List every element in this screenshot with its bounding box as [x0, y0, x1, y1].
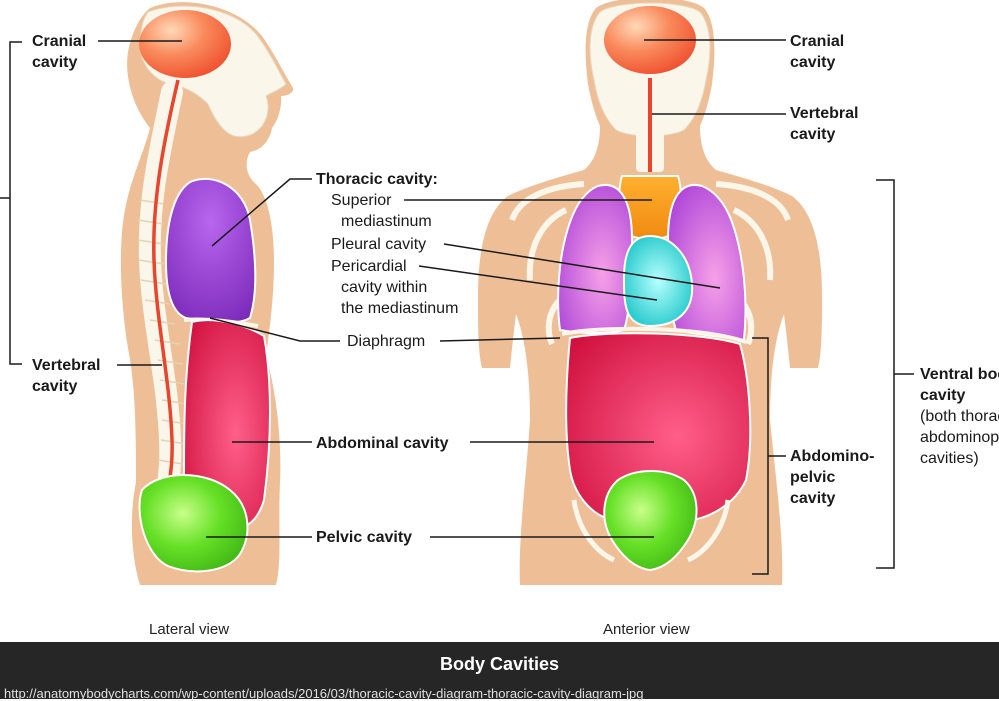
leader-diaphragm-lateral	[209, 317, 340, 342]
ventral-label-line3: (both thoracic and	[920, 408, 999, 425]
pericardial-cavity-label-line3: the mediastinum	[341, 300, 459, 317]
superior-mediastinum-label: Superior mediastinum	[331, 190, 432, 232]
caption-bar: Body Cavities http://anatomybodycharts.c…	[0, 642, 999, 701]
superior-mediastinum-label-line1: Superior	[331, 192, 392, 209]
pleural-cavity-label: Pleural cavity	[331, 236, 427, 253]
lateral-vertebral-label: Vertebral cavity	[32, 355, 100, 397]
anterior-cranial-label-line1: Cranial	[790, 33, 845, 50]
lateral-cranial-label-line1: Cranial	[32, 33, 87, 50]
leader-pericardial	[418, 265, 658, 301]
caption-url: http://anatomybodycharts.com/wp-content/…	[4, 686, 644, 701]
anterior-vertebral-label-line1: Vertebral	[790, 105, 859, 122]
lateral-cranial-label: Cranial cavity	[32, 31, 86, 73]
pericardial-cavity-label-line2: cavity within	[341, 279, 428, 296]
pericardial-cavity	[622, 234, 694, 328]
leader-thoracic	[211, 178, 312, 247]
anterior-view-caption: Anterior view	[603, 621, 690, 638]
pelvis-bone	[571, 499, 731, 563]
lateral-view-caption: Lateral view	[149, 621, 230, 638]
lateral-thoracic-cavity	[164, 177, 257, 324]
lateral-cranial-cavity	[139, 10, 231, 78]
body-cavities-diagram	[0, 0, 914, 585]
lateral-vertebral-label-line2: cavity	[32, 378, 78, 395]
lateral-vertebral-label-line1: Vertebral	[32, 357, 101, 374]
abdominopelvic-cavity-label: Abdomino- pelvic cavity	[790, 446, 874, 509]
anterior-pelvic-cavity	[603, 470, 698, 572]
anterior-cranial-label-line2: cavity	[790, 54, 836, 71]
caption-title: Body Cavities	[439, 654, 560, 674]
ventral-label-line1: Ventral body	[920, 366, 999, 383]
abdominopelvic-label-line1: Abdomino-	[790, 448, 875, 465]
dorsal-bracket	[9, 41, 22, 365]
abdominopelvic-label-line2: pelvic	[790, 469, 836, 486]
left-pleural-cavity	[557, 183, 634, 334]
anterior-vertebral-label: Vertebral cavity	[790, 103, 858, 145]
anterior-cranial-label: Cranial cavity	[790, 31, 844, 73]
ventral-label-line4: abdominopelvic	[920, 429, 999, 446]
pericardial-cavity-label: Pericardial cavity within the mediastinu…	[331, 256, 458, 319]
diaphragm-label: Diaphragm	[347, 333, 426, 350]
lateral-vertebral-cavity	[152, 79, 180, 506]
anterior-diaphragm	[561, 326, 747, 344]
lateral-pelvic-cavity	[138, 474, 249, 573]
abdominal-cavity-label: Abdominal cavity	[316, 435, 449, 452]
superior-mediastinum-label-line2: mediastinum	[341, 213, 432, 230]
brackets	[0, 41, 914, 575]
ventral-bracket	[876, 179, 895, 569]
pericardial-cavity-label-line1: Pericardial	[331, 258, 407, 275]
ventral-body-cavity-label: Ventral body cavity (both thoracic and a…	[920, 364, 999, 469]
lateral-cranial-label-line2: cavity	[32, 54, 78, 71]
anterior-vertebral-label-line2: cavity	[790, 126, 836, 143]
ventral-label-line2: cavity	[920, 387, 966, 404]
thoracic-cavity-label: Thoracic cavity:	[316, 171, 438, 188]
lateral-abdominal-cavity	[182, 319, 271, 528]
leader-pleural	[443, 243, 721, 289]
leader-lines	[98, 39, 786, 538]
pelvic-cavity-label: Pelvic cavity	[316, 529, 413, 546]
lateral-body	[120, 2, 294, 585]
ventral-label-line5: cavities)	[920, 450, 979, 467]
abdominopelvic-label-line3: cavity	[790, 490, 836, 507]
leader-diaphragm-anterior	[439, 337, 561, 342]
anterior-body	[478, 0, 822, 585]
